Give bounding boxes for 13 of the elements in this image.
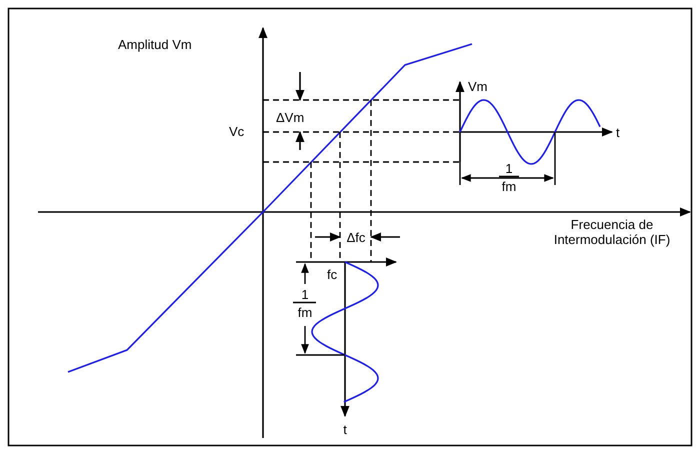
dimension-label: Δfc [346,230,366,245]
axis-label: t [616,125,620,140]
fraction-denominator: fm [502,179,516,194]
fraction-denominator: fm [298,305,312,320]
axis-label: Amplitud Vm [118,37,192,52]
level-label: Vc [229,124,244,139]
axis-label: Frecuencia de Intermodulación (IF) [552,217,672,247]
fraction-numerator: 1 [301,287,309,302]
fraction-numerator: 1 [505,161,513,176]
axis-label: Vm [468,79,488,94]
dimension-label: ΔVm [276,110,304,125]
level-label: fc [327,267,338,282]
axis-label: t [343,422,347,437]
